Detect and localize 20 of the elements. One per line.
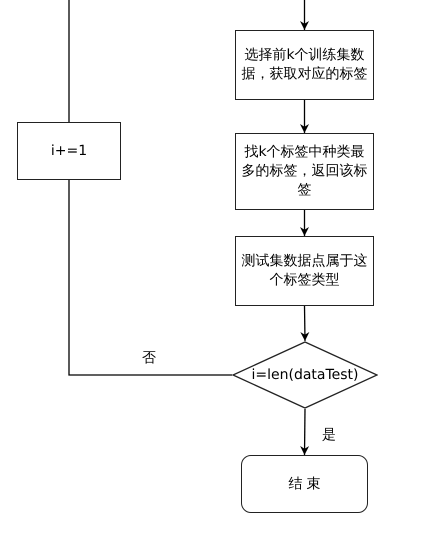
terminal-box <box>241 455 368 513</box>
arrow <box>300 210 309 236</box>
terminal-text: 结 束 <box>287 474 322 494</box>
process-box <box>235 30 374 100</box>
arrow <box>300 306 310 341</box>
edge-label: 是 <box>322 427 336 444</box>
process-text: 找k个标签中种类最多的标签，返回该标签 <box>240 143 368 200</box>
process-text: 选择前k个训练集数据，获取对应的标签 <box>240 46 368 84</box>
decision-text: i=len(dataTest) <box>251 366 359 384</box>
arrow <box>300 0 309 30</box>
connector-line <box>68 0 70 122</box>
process-text: i+=1 <box>50 142 88 160</box>
process-box <box>235 236 374 306</box>
connector-line <box>68 180 232 376</box>
arrow <box>300 409 310 455</box>
edge-label: 否 <box>142 350 156 367</box>
process-text: 测试集数据点属于这个标签类型 <box>240 252 368 290</box>
process-box <box>235 133 374 210</box>
process-box <box>17 122 121 180</box>
arrow <box>300 100 309 133</box>
